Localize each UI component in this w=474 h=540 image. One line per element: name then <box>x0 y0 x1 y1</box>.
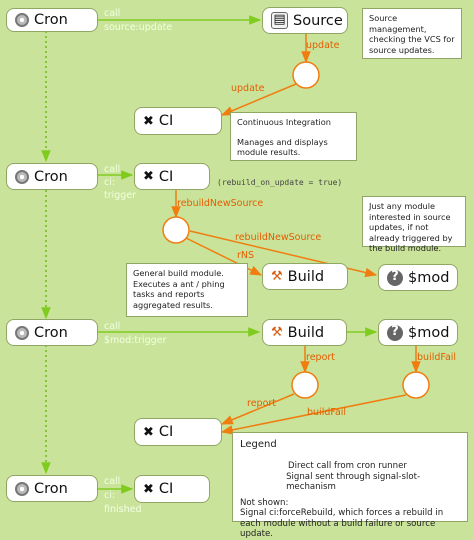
legend-direct-text: Direct call from cron runner <box>288 461 407 471</box>
cron-node-3[interactable]: Cron <box>6 319 98 346</box>
call-label-3b: $mod:trigger <box>104 335 167 346</box>
ci-tools-icon: ✖ <box>143 169 154 184</box>
cron-label: Cron <box>34 324 68 341</box>
source-vcs-icon: ▤ <box>271 12 288 29</box>
legend-signal-text: Signal sent through signal-slot-mechanis… <box>286 472 421 492</box>
report-label-1: report <box>306 352 336 363</box>
ci-note: Continuous Integration Manages and displ… <box>230 112 357 161</box>
cron-clock-icon <box>15 13 29 27</box>
ci-note-line2: Manages and displays module results. <box>237 136 328 158</box>
signal-junction-buildfail <box>402 371 430 399</box>
ci-node-3[interactable]: ✖ CI <box>134 418 222 446</box>
legend-title: Legend <box>240 439 277 450</box>
build-label: Build <box>287 268 325 285</box>
mod-label: $mod <box>408 324 450 341</box>
ci-tools-icon: ✖ <box>143 424 154 440</box>
cron-clock-icon <box>15 169 29 184</box>
signal-junction-update <box>292 61 320 89</box>
call-label-4b: ci: <box>104 490 116 501</box>
build-node-2[interactable]: ⚒ Build <box>262 319 347 346</box>
cron-label: Cron <box>34 12 68 28</box>
signal-rebuild-build <box>185 237 263 276</box>
build-hammer-icon: ⚒ <box>271 325 283 340</box>
legend-not-shown-text: Signal ci:forceRebuild, which forces a r… <box>240 508 444 539</box>
call-label-3a: call <box>104 321 121 332</box>
ci-node-4[interactable]: ✖ CI <box>134 475 210 503</box>
cron-clock-icon <box>15 481 29 496</box>
buildfail-label-2: buildFail <box>307 407 347 418</box>
call-label-2b: ci: <box>104 177 116 188</box>
source-note-text: Source management, checking the VCS for … <box>369 13 455 55</box>
call-label-1b: source:update <box>104 22 173 33</box>
ci-tools-icon: ✖ <box>143 113 154 129</box>
mod-node-2[interactable]: ? $mod <box>378 319 458 346</box>
mod-note: Just any module interested in source upd… <box>362 196 466 253</box>
ci-node-1[interactable]: ✖ CI <box>134 107 222 135</box>
ci-label: CI <box>158 168 174 185</box>
signal-junction-rebuild <box>162 216 190 244</box>
call-label-1a: call <box>104 8 121 19</box>
ci-node-2[interactable]: ✖ CI <box>134 163 210 190</box>
build-node-1[interactable]: ⚒ Build <box>262 263 348 290</box>
mod-note-text: Just any module interested in source upd… <box>369 201 453 253</box>
source-note: Source management, checking the VCS for … <box>362 8 462 59</box>
mod-node-1[interactable]: ? $mod <box>378 264 458 291</box>
signal-buildfail-ci <box>220 394 407 435</box>
signal-junction-report <box>291 371 319 399</box>
cron-label: Cron <box>34 168 68 185</box>
rebuild-label-2: rebuildNewSource <box>235 232 322 243</box>
ci-tools-icon: ✖ <box>143 481 154 497</box>
call-label-2c: trigger <box>104 190 137 201</box>
buildfail-label-1: buildFail <box>417 352 457 363</box>
report-label-2: report <box>247 398 277 409</box>
rebuild-label-1: rebuildNewSource <box>177 198 264 209</box>
cron-clock-icon <box>15 325 29 340</box>
source-label: Source <box>293 12 343 29</box>
cron-node-4[interactable]: Cron <box>6 475 98 502</box>
legend-not-shown-title: Not shown: <box>240 498 289 508</box>
cron-node-1[interactable]: Cron <box>6 8 98 32</box>
ci-label: CI <box>158 424 174 440</box>
signal-update-ci <box>220 83 297 116</box>
module-question-icon: ? <box>387 324 403 341</box>
diagram-canvas <box>41 15 430 494</box>
module-question-icon: ? <box>387 269 403 286</box>
ci-label: CI <box>158 481 174 497</box>
build-label: Build <box>287 324 325 341</box>
legend-box: Legend Direct call from cron runner Sign… <box>232 432 468 539</box>
build-note: General build module. Executes a ant / p… <box>126 263 248 317</box>
source-node[interactable]: ▤ Source <box>262 7 348 34</box>
rns-label: rNS <box>237 250 255 261</box>
ci-label: CI <box>158 113 174 129</box>
call-label-2a: call <box>104 164 121 175</box>
update-label-2: update <box>231 83 265 94</box>
rebuild-on-update-label: (rebuild_on_update = true) <box>217 178 343 187</box>
signal-report-ci <box>220 393 295 425</box>
ci-note-line1: Continuous Integration <box>237 117 331 127</box>
mod-label: $mod <box>408 269 450 286</box>
build-hammer-icon: ⚒ <box>271 269 283 284</box>
call-label-4c: finished <box>104 504 142 515</box>
cron-label: Cron <box>34 480 68 497</box>
call-label-4a: call <box>104 476 121 487</box>
update-label-1: update <box>306 40 340 51</box>
cron-node-2[interactable]: Cron <box>6 163 98 190</box>
build-note-text: General build module. Executes a ant / p… <box>133 268 225 310</box>
